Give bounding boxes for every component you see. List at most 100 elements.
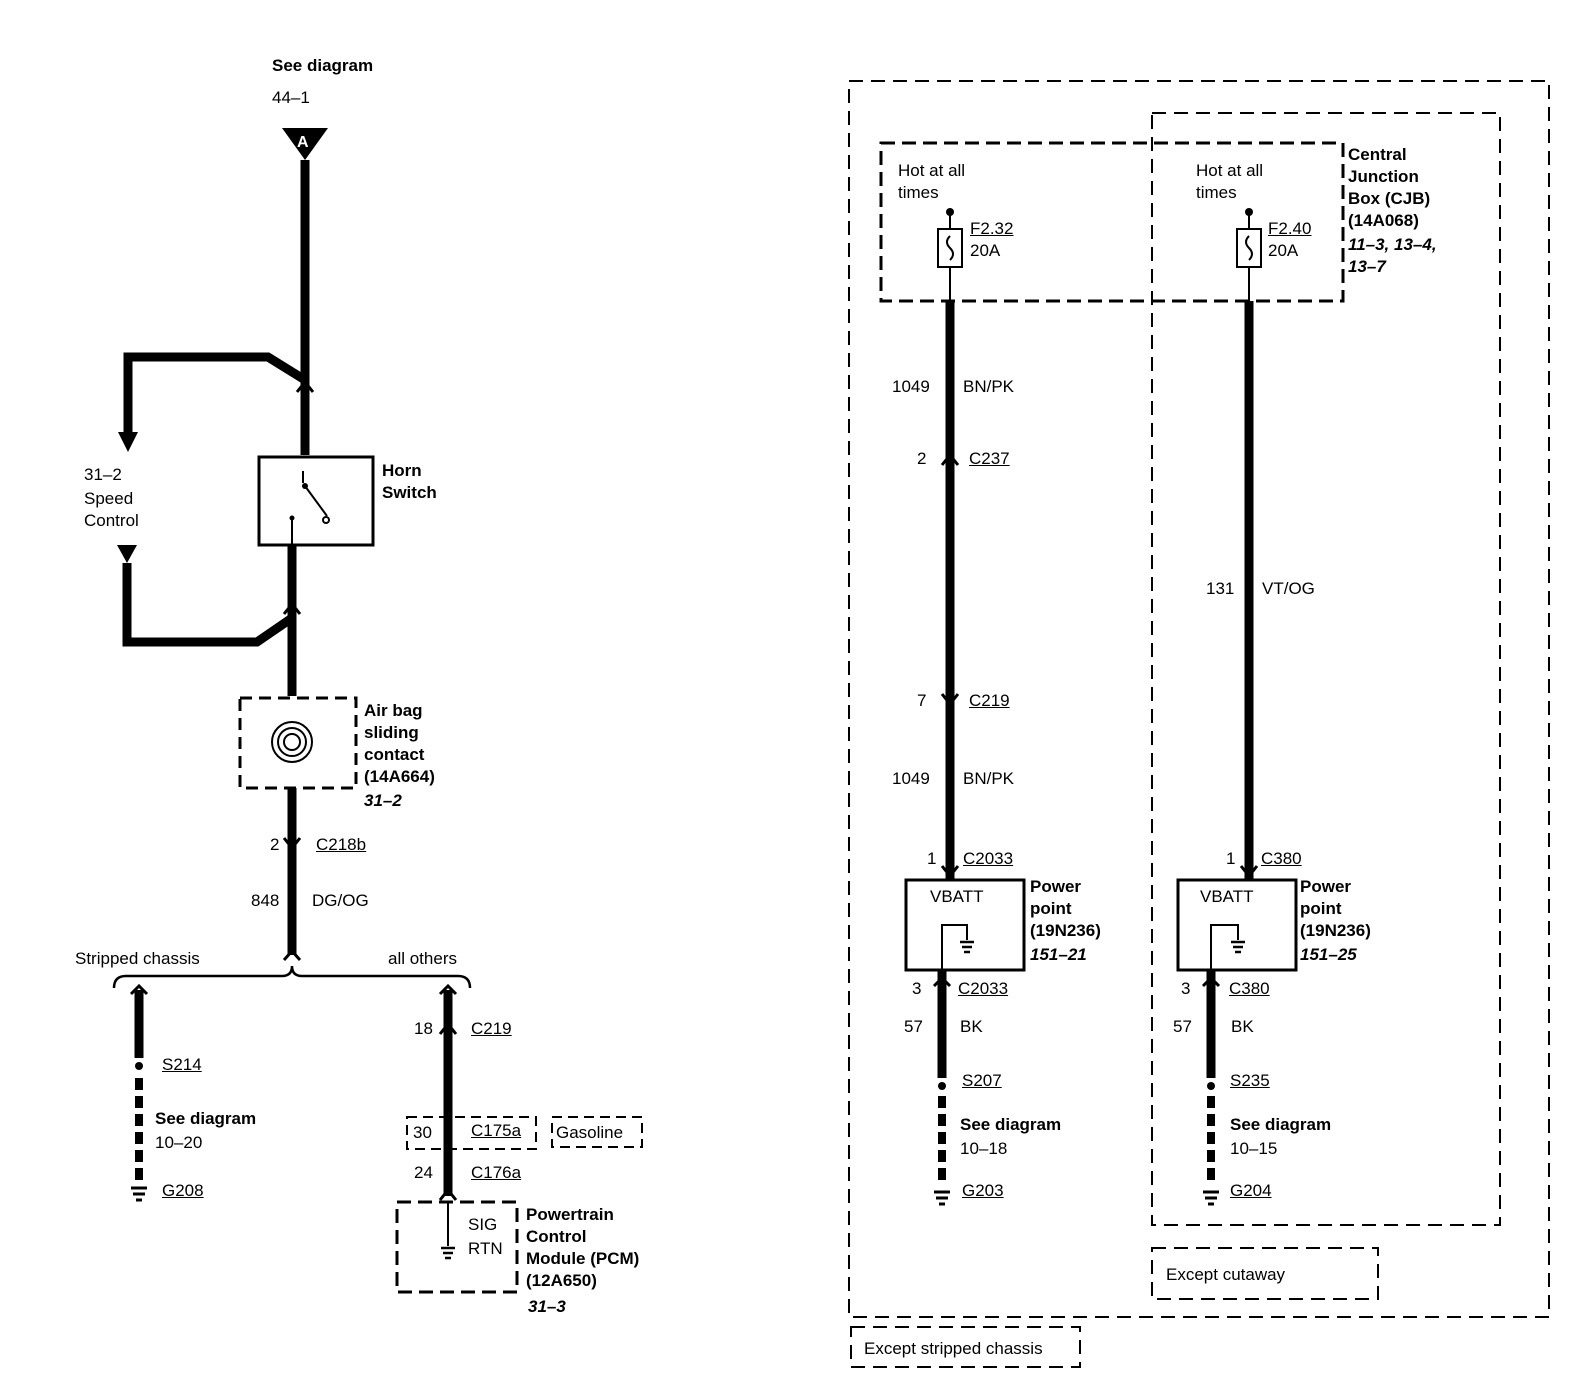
airbag-contact-box	[238, 696, 358, 790]
left-circuit	[112, 128, 643, 1294]
power-point-2-ref: 151–25	[1300, 945, 1357, 964]
wire-848-number: 848	[251, 891, 280, 910]
see-diagram-2-ref: 10–15	[1230, 1139, 1278, 1158]
pcm-pin-sig: SIG	[468, 1215, 498, 1234]
cjb-label-1: Central	[1348, 145, 1407, 164]
c219-pin: 18	[414, 1019, 433, 1038]
c2033-pin-1: 1	[927, 849, 937, 868]
wire-1049b-number: 1049	[892, 769, 930, 788]
wire-57b-color: BK	[1231, 1017, 1254, 1036]
connector-c175a-box	[406, 1116, 537, 1150]
except-stripped-label-box	[850, 1326, 1081, 1368]
cjb-label-4: (14A068)	[1348, 211, 1419, 230]
wire-848-color: DG/OG	[312, 891, 369, 910]
pp2-ground-icon	[1231, 940, 1245, 954]
ground-g203-icon	[934, 1190, 950, 1206]
clockspring-ring	[277, 727, 307, 757]
connector-chevron-o	[438, 983, 458, 996]
except-stripped-label: Except stripped chassis	[864, 1339, 1043, 1358]
cjb-ref-1: 11–3, 13–4,	[1348, 235, 1437, 254]
see-diagram-top: See diagram	[272, 56, 374, 75]
wire-1049-number: 1049	[892, 377, 930, 396]
except-cutaway-label-box	[1151, 1247, 1379, 1300]
cjb-label-2: Junction	[1348, 167, 1419, 186]
see-diagram-s-ref: 10–20	[155, 1133, 203, 1152]
cjb-label-3: Box (CJB)	[1348, 189, 1431, 208]
connector-c380-icon	[1239, 865, 1259, 879]
c237-pin: 2	[917, 449, 927, 468]
ground-g204-icon	[1203, 1190, 1219, 1206]
pp1-internal	[941, 924, 968, 970]
see-diagram-2-label: See diagram	[1230, 1115, 1332, 1134]
wire-57a-number: 57	[904, 1017, 923, 1036]
g203-label: G203	[962, 1181, 1004, 1200]
power-point-1-label-2: point	[1030, 899, 1072, 918]
except-cutaway-region	[1151, 112, 1501, 1226]
s214-label: S214	[162, 1055, 202, 1074]
c237-label: C237	[969, 449, 1010, 468]
horn-switch-box	[257, 455, 375, 547]
splice-s235-icon	[1207, 1082, 1215, 1090]
g204-label: G204	[1230, 1181, 1272, 1200]
connector-c2033b-icon	[932, 975, 952, 988]
arrow-down-icon	[118, 432, 138, 452]
fuse-f240-label: F2.40	[1268, 219, 1312, 238]
pp1-ground-icon	[960, 940, 974, 954]
hot-at-all-times-2-line2: times	[1196, 183, 1237, 202]
clockspring-core	[283, 733, 301, 751]
right-circuit	[848, 80, 1550, 1368]
power-point-2-label-3: (19N236)	[1300, 921, 1371, 940]
s235-label: S235	[1230, 1071, 1270, 1090]
pcm-pin-rtn: RTN	[468, 1239, 503, 1258]
pcm-ground-icon	[441, 1246, 455, 1260]
c219-right-pin: 7	[917, 691, 927, 710]
connector-c176a-icon	[438, 1187, 458, 1201]
cjb-ref-2: 13–7	[1348, 257, 1386, 276]
power-point-1-label-3: (19N236)	[1030, 921, 1101, 940]
power-point-2-box	[1176, 878, 1298, 972]
gasoline-label: Gasoline	[556, 1123, 624, 1142]
pcm-ref: 31–3	[528, 1297, 566, 1316]
see-diagram-top-ref: 44–1	[272, 88, 310, 107]
c2033-pin-3: 3	[912, 979, 922, 998]
connector-c380b-icon	[1201, 975, 1221, 988]
horn-switch-label-1: Horn	[382, 461, 422, 480]
c175a-pin: 30	[413, 1123, 432, 1142]
horn-switch-label-2: Switch	[382, 483, 437, 502]
connector-c2033-icon	[940, 865, 960, 879]
speed-control-ref: 31–2	[84, 465, 122, 484]
see-diagram-s-label: See diagram	[155, 1109, 257, 1128]
horn-switch-terminal	[322, 516, 330, 524]
hot-at-all-times-1-line2: times	[898, 183, 939, 202]
pcm-label-2: Control	[526, 1227, 587, 1246]
splice-chevron-icon-3	[282, 948, 302, 961]
connector-chevron-s	[129, 983, 149, 996]
power-point-1-box	[904, 878, 1026, 972]
stripped-chassis-label: Stripped chassis	[75, 949, 200, 968]
hot-at-all-times-1-line1: Hot at all	[898, 161, 966, 180]
c2033-top-label: C2033	[963, 849, 1014, 868]
see-diagram-1-ref: 10–18	[960, 1139, 1008, 1158]
splice-s214-icon	[135, 1062, 143, 1070]
power-point-1-label-1: Power	[1030, 877, 1082, 896]
s207-label: S207	[962, 1071, 1002, 1090]
c176a-label: C176a	[471, 1163, 522, 1182]
g208-label: G208	[162, 1181, 204, 1200]
airbag-label-3: contact	[364, 745, 425, 764]
c175a-label: C175a	[471, 1121, 522, 1140]
splice-chevron-icon-2	[282, 601, 302, 615]
airbag-label-2: sliding	[364, 723, 419, 742]
fuse-f232-label: F2.32	[970, 219, 1014, 238]
airbag-label-1: Air bag	[364, 701, 423, 720]
splice-s207-icon	[938, 1082, 946, 1090]
wire-1049b-color: BN/PK	[963, 769, 1015, 788]
pp2-internal	[1210, 924, 1239, 970]
wire-57b-number: 57	[1173, 1017, 1192, 1036]
c176a-pin: 24	[414, 1163, 433, 1182]
c380-bottom-label: C380	[1229, 979, 1270, 998]
connector-a-icon	[282, 128, 328, 160]
all-others-label: all others	[388, 949, 457, 968]
power-point-2-label-2: point	[1300, 899, 1342, 918]
clockspring-icon	[271, 721, 313, 763]
